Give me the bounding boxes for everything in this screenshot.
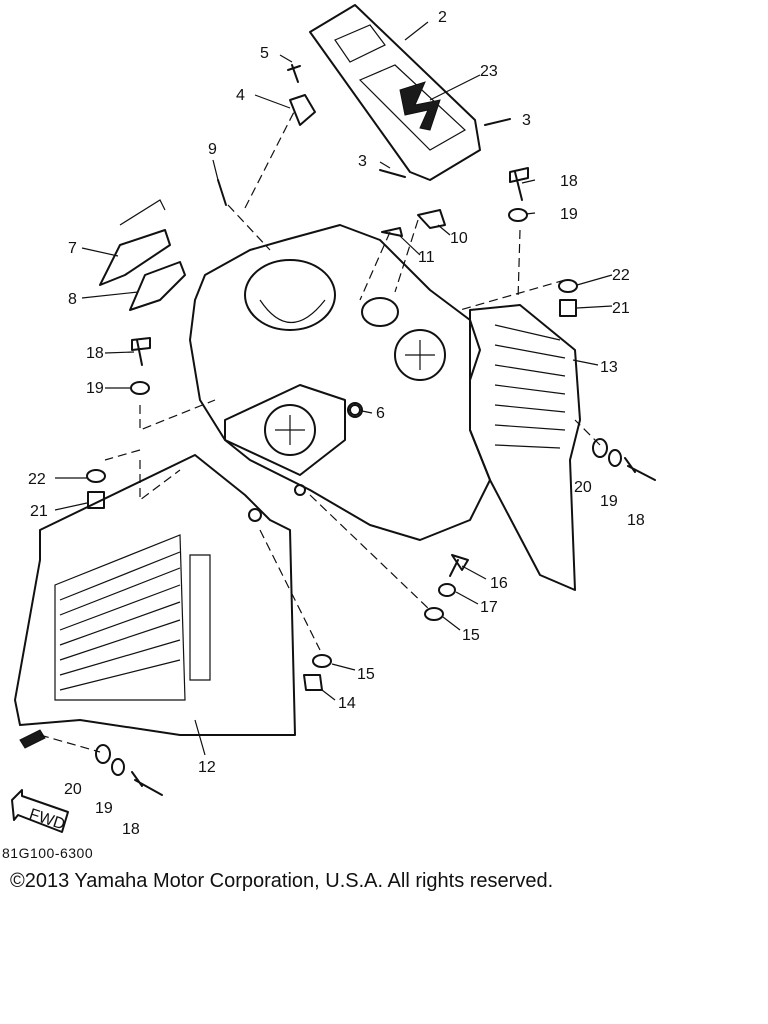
part-11-clip	[381, 227, 403, 237]
label-20b: 20	[64, 781, 82, 798]
label-19a: 19	[560, 206, 578, 223]
label-14: 14	[338, 695, 356, 712]
part-4-5-bracket	[287, 64, 316, 126]
label-9: 9	[208, 141, 217, 158]
label-19c: 19	[600, 493, 618, 510]
fwd-arrow: FWD	[11, 789, 69, 833]
label-5: 5	[260, 45, 269, 62]
label-7: 7	[68, 240, 77, 257]
part-3-pins	[379, 118, 511, 178]
label-2: 2	[438, 9, 447, 26]
part-7-8-brackets	[99, 199, 186, 311]
part-12-left-panel	[14, 454, 296, 749]
label-19b: 19	[86, 380, 104, 397]
label-16: 16	[490, 575, 508, 592]
label-20a: 20	[574, 479, 592, 496]
part-10-clip	[417, 209, 446, 229]
label-18c: 18	[627, 512, 645, 529]
label-10: 10	[450, 230, 468, 247]
label-15b: 15	[357, 666, 375, 683]
label-18d: 18	[122, 821, 140, 838]
label-3b: 3	[358, 153, 367, 170]
leader-lines	[39, 21, 613, 756]
label-17: 17	[480, 599, 498, 616]
label-4: 4	[236, 87, 245, 104]
label-22b: 22	[28, 471, 46, 488]
label-15a: 15	[462, 627, 480, 644]
label-18b: 18	[86, 345, 104, 362]
label-18a: 18	[560, 173, 578, 190]
parts-diagram: FWD 2 23 3 5 4 3 18 19 9 10 11 7 8 22 21…	[11, 4, 656, 838]
label-22a: 22	[612, 267, 630, 284]
label-11: 11	[418, 249, 435, 266]
label-3: 3	[522, 112, 531, 129]
label-19d: 19	[95, 800, 113, 817]
label-21b: 21	[30, 503, 48, 520]
hardware-set	[86, 167, 656, 796]
part-main-housing	[189, 224, 491, 541]
copyright-text: ©2013 Yamaha Motor Corporation, U.S.A. A…	[10, 870, 554, 892]
label-8: 8	[68, 291, 77, 308]
part-13-right-vent	[469, 304, 581, 591]
part-labels: 2 23 3 5 4 3 18 19 9 10 11 7 8 22 21 13 …	[28, 9, 645, 838]
label-12: 12	[198, 759, 216, 776]
label-13: 13	[600, 359, 618, 376]
part-9-pin	[217, 179, 227, 206]
label-21a: 21	[612, 300, 630, 317]
part-2-cover	[309, 4, 481, 181]
diagram-code: 81G100-6300	[2, 845, 94, 861]
label-6: 6	[376, 405, 385, 422]
label-23: 23	[480, 63, 498, 80]
